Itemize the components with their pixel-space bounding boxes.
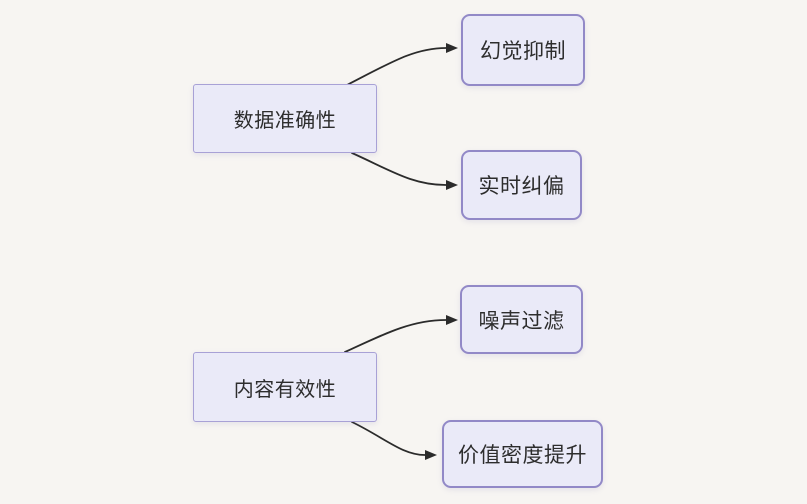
node-realtime-correction: 实时纠偏 xyxy=(461,150,582,220)
node-hallucination-suppression: 幻觉抑制 xyxy=(461,14,585,86)
edge-content-effectiveness-to-noise-filter xyxy=(344,315,458,353)
node-noise-filter: 噪声过滤 xyxy=(460,285,583,354)
node-noise-filter-label: 噪声过滤 xyxy=(478,309,565,333)
edge-data-accuracy-to-realtime-correction xyxy=(351,152,458,190)
node-data-accuracy-label: 数据准确性 xyxy=(233,110,337,132)
node-data-accuracy: 数据准确性 xyxy=(193,84,377,153)
node-content-effectiveness: 内容有效性 xyxy=(193,352,377,422)
edge-content-effectiveness-to-value-density xyxy=(351,421,437,460)
node-value-density-improvement: 价值密度提升 xyxy=(442,420,603,488)
node-hallucination-suppression-label: 幻觉抑制 xyxy=(480,40,566,63)
node-value-density-improvement-label: 价值密度提升 xyxy=(458,444,587,467)
edge-data-accuracy-to-hallucination xyxy=(346,43,458,86)
node-content-effectiveness-label: 内容有效性 xyxy=(233,378,337,401)
node-realtime-correction-label: 实时纠偏 xyxy=(478,175,565,198)
